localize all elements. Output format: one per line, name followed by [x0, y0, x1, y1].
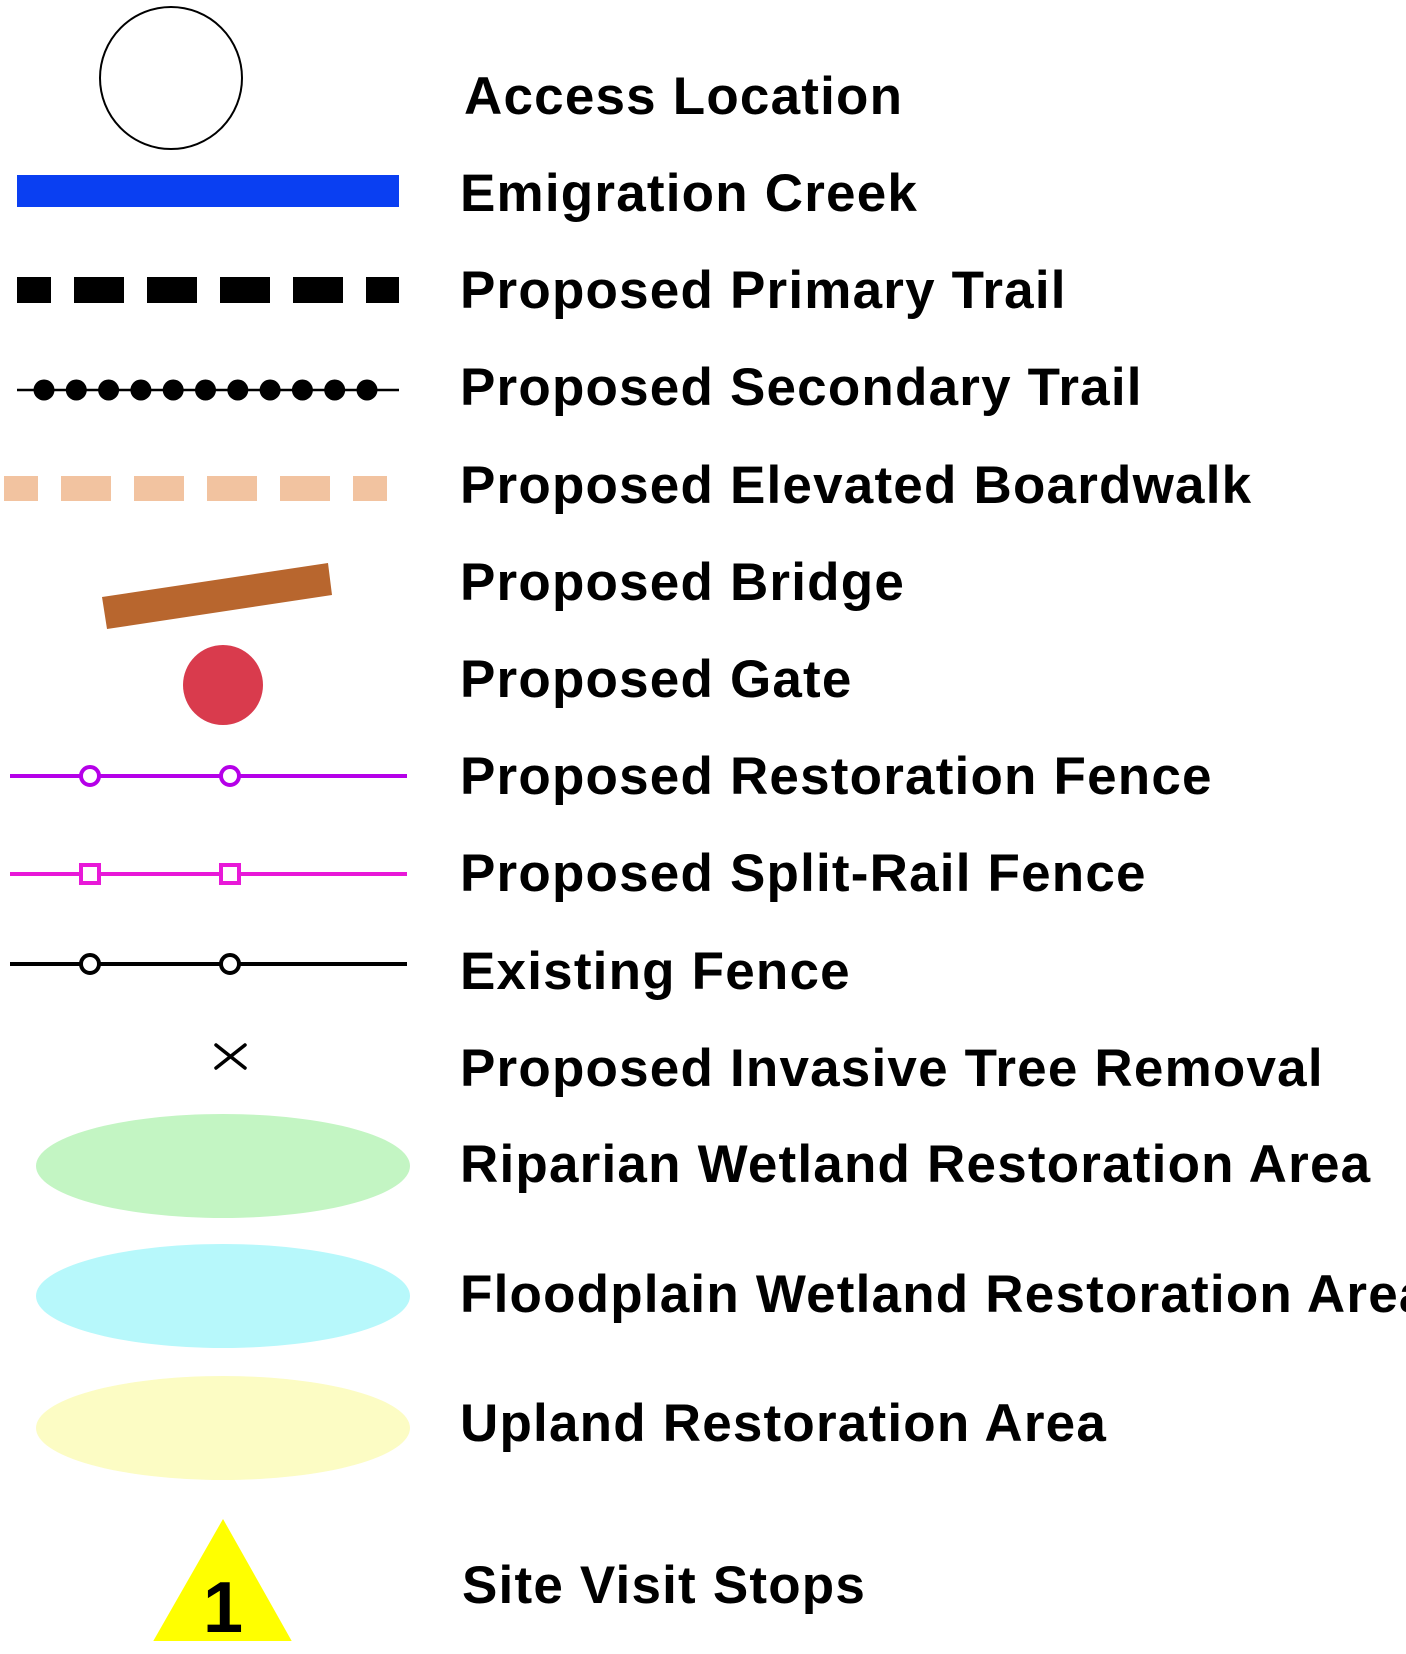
triangle-marker-icon: 1	[153, 1518, 292, 1648]
secondary-trail-dot	[65, 379, 87, 401]
secondary-trail-dot	[356, 379, 378, 401]
secondary-trail-dot	[162, 379, 184, 401]
secondary-trail-dot	[130, 379, 152, 401]
legend-item-site-visit-stops: 1 Site Visit Stops	[153, 1518, 866, 1648]
legend-label-floodplain-wetland-restoration-area: Floodplain Wetland Restoration Area	[460, 1265, 1406, 1324]
boardwalk-dashed-line-icon	[4, 476, 387, 501]
restoration-fence-line-icon	[10, 765, 407, 787]
legend-label-proposed-restoration-fence: Proposed Restoration Fence	[460, 747, 1213, 806]
legend-item-proposed-bridge: Proposed Bridge	[102, 553, 905, 629]
legend-item-existing-fence: Existing Fence	[10, 942, 851, 1001]
riparian-area-ellipse-icon	[36, 1114, 410, 1218]
legend-item-proposed-gate: Proposed Gate	[183, 645, 853, 725]
legend-label-proposed-split-rail-fence: Proposed Split-Rail Fence	[460, 844, 1147, 903]
legend-item-proposed-invasive-tree-removal: Proposed Invasive Tree Removal	[214, 1039, 1324, 1098]
legend-label-proposed-elevated-boardwalk: Proposed Elevated Boardwalk	[460, 456, 1252, 515]
legend-item-floodplain-wetland-restoration-area: Floodplain Wetland Restoration Area	[36, 1244, 1406, 1348]
legend-item-proposed-restoration-fence: Proposed Restoration Fence	[10, 747, 1213, 806]
legend-item-upland-restoration-area: Upland Restoration Area	[36, 1376, 1107, 1480]
legend-item-proposed-primary-trail: Proposed Primary Trail	[17, 261, 1067, 320]
upland-area-ellipse-icon	[36, 1376, 410, 1480]
primary-trail-dashed-line-icon	[17, 277, 399, 303]
legend-item-proposed-elevated-boardwalk: Proposed Elevated Boardwalk	[4, 456, 1252, 515]
bridge-bar-icon	[102, 563, 332, 629]
legend-item-proposed-secondary-trail: Proposed Secondary Trail	[17, 358, 1143, 417]
secondary-trail-dot	[33, 379, 55, 401]
legend-label-site-visit-stops: Site Visit Stops	[462, 1556, 866, 1615]
gate-circle-icon	[183, 645, 263, 725]
secondary-trail-dot	[227, 379, 249, 401]
legend-item-riparian-wetland-restoration-area: Riparian Wetland Restoration Area	[36, 1114, 1371, 1218]
legend-label-proposed-invasive-tree-removal: Proposed Invasive Tree Removal	[460, 1039, 1324, 1098]
legend-label-riparian-wetland-restoration-area: Riparian Wetland Restoration Area	[460, 1135, 1371, 1194]
legend-label-existing-fence: Existing Fence	[460, 942, 851, 1001]
secondary-trail-dotted-line-icon	[17, 379, 399, 401]
creek-line-icon	[17, 175, 399, 207]
legend-label-upland-restoration-area: Upland Restoration Area	[460, 1394, 1107, 1453]
legend-label-emigration-creek: Emigration Creek	[460, 164, 918, 223]
legend-label-proposed-secondary-trail: Proposed Secondary Trail	[460, 358, 1143, 417]
site-stop-number: 1	[203, 1568, 243, 1648]
legend-item-access-location: Access Location	[99, 6, 903, 150]
legend-label-proposed-primary-trail: Proposed Primary Trail	[460, 261, 1067, 320]
legend-label-access-location: Access Location	[464, 67, 903, 126]
floodplain-area-ellipse-icon	[36, 1244, 410, 1348]
existing-fence-line-icon	[10, 953, 407, 975]
secondary-trail-dot	[291, 379, 313, 401]
legend-label-proposed-bridge: Proposed Bridge	[460, 553, 905, 612]
access-location-circle-icon	[99, 6, 243, 150]
legend-item-emigration-creek: Emigration Creek	[17, 164, 918, 223]
legend-label-proposed-gate: Proposed Gate	[460, 650, 853, 709]
secondary-trail-dot	[98, 379, 120, 401]
secondary-trail-dot	[324, 379, 346, 401]
x-mark-icon	[214, 1043, 247, 1070]
split-rail-fence-line-icon	[10, 863, 407, 885]
legend-item-proposed-split-rail-fence: Proposed Split-Rail Fence	[10, 844, 1147, 903]
secondary-trail-dot	[259, 379, 281, 401]
secondary-trail-dot	[195, 379, 216, 401]
